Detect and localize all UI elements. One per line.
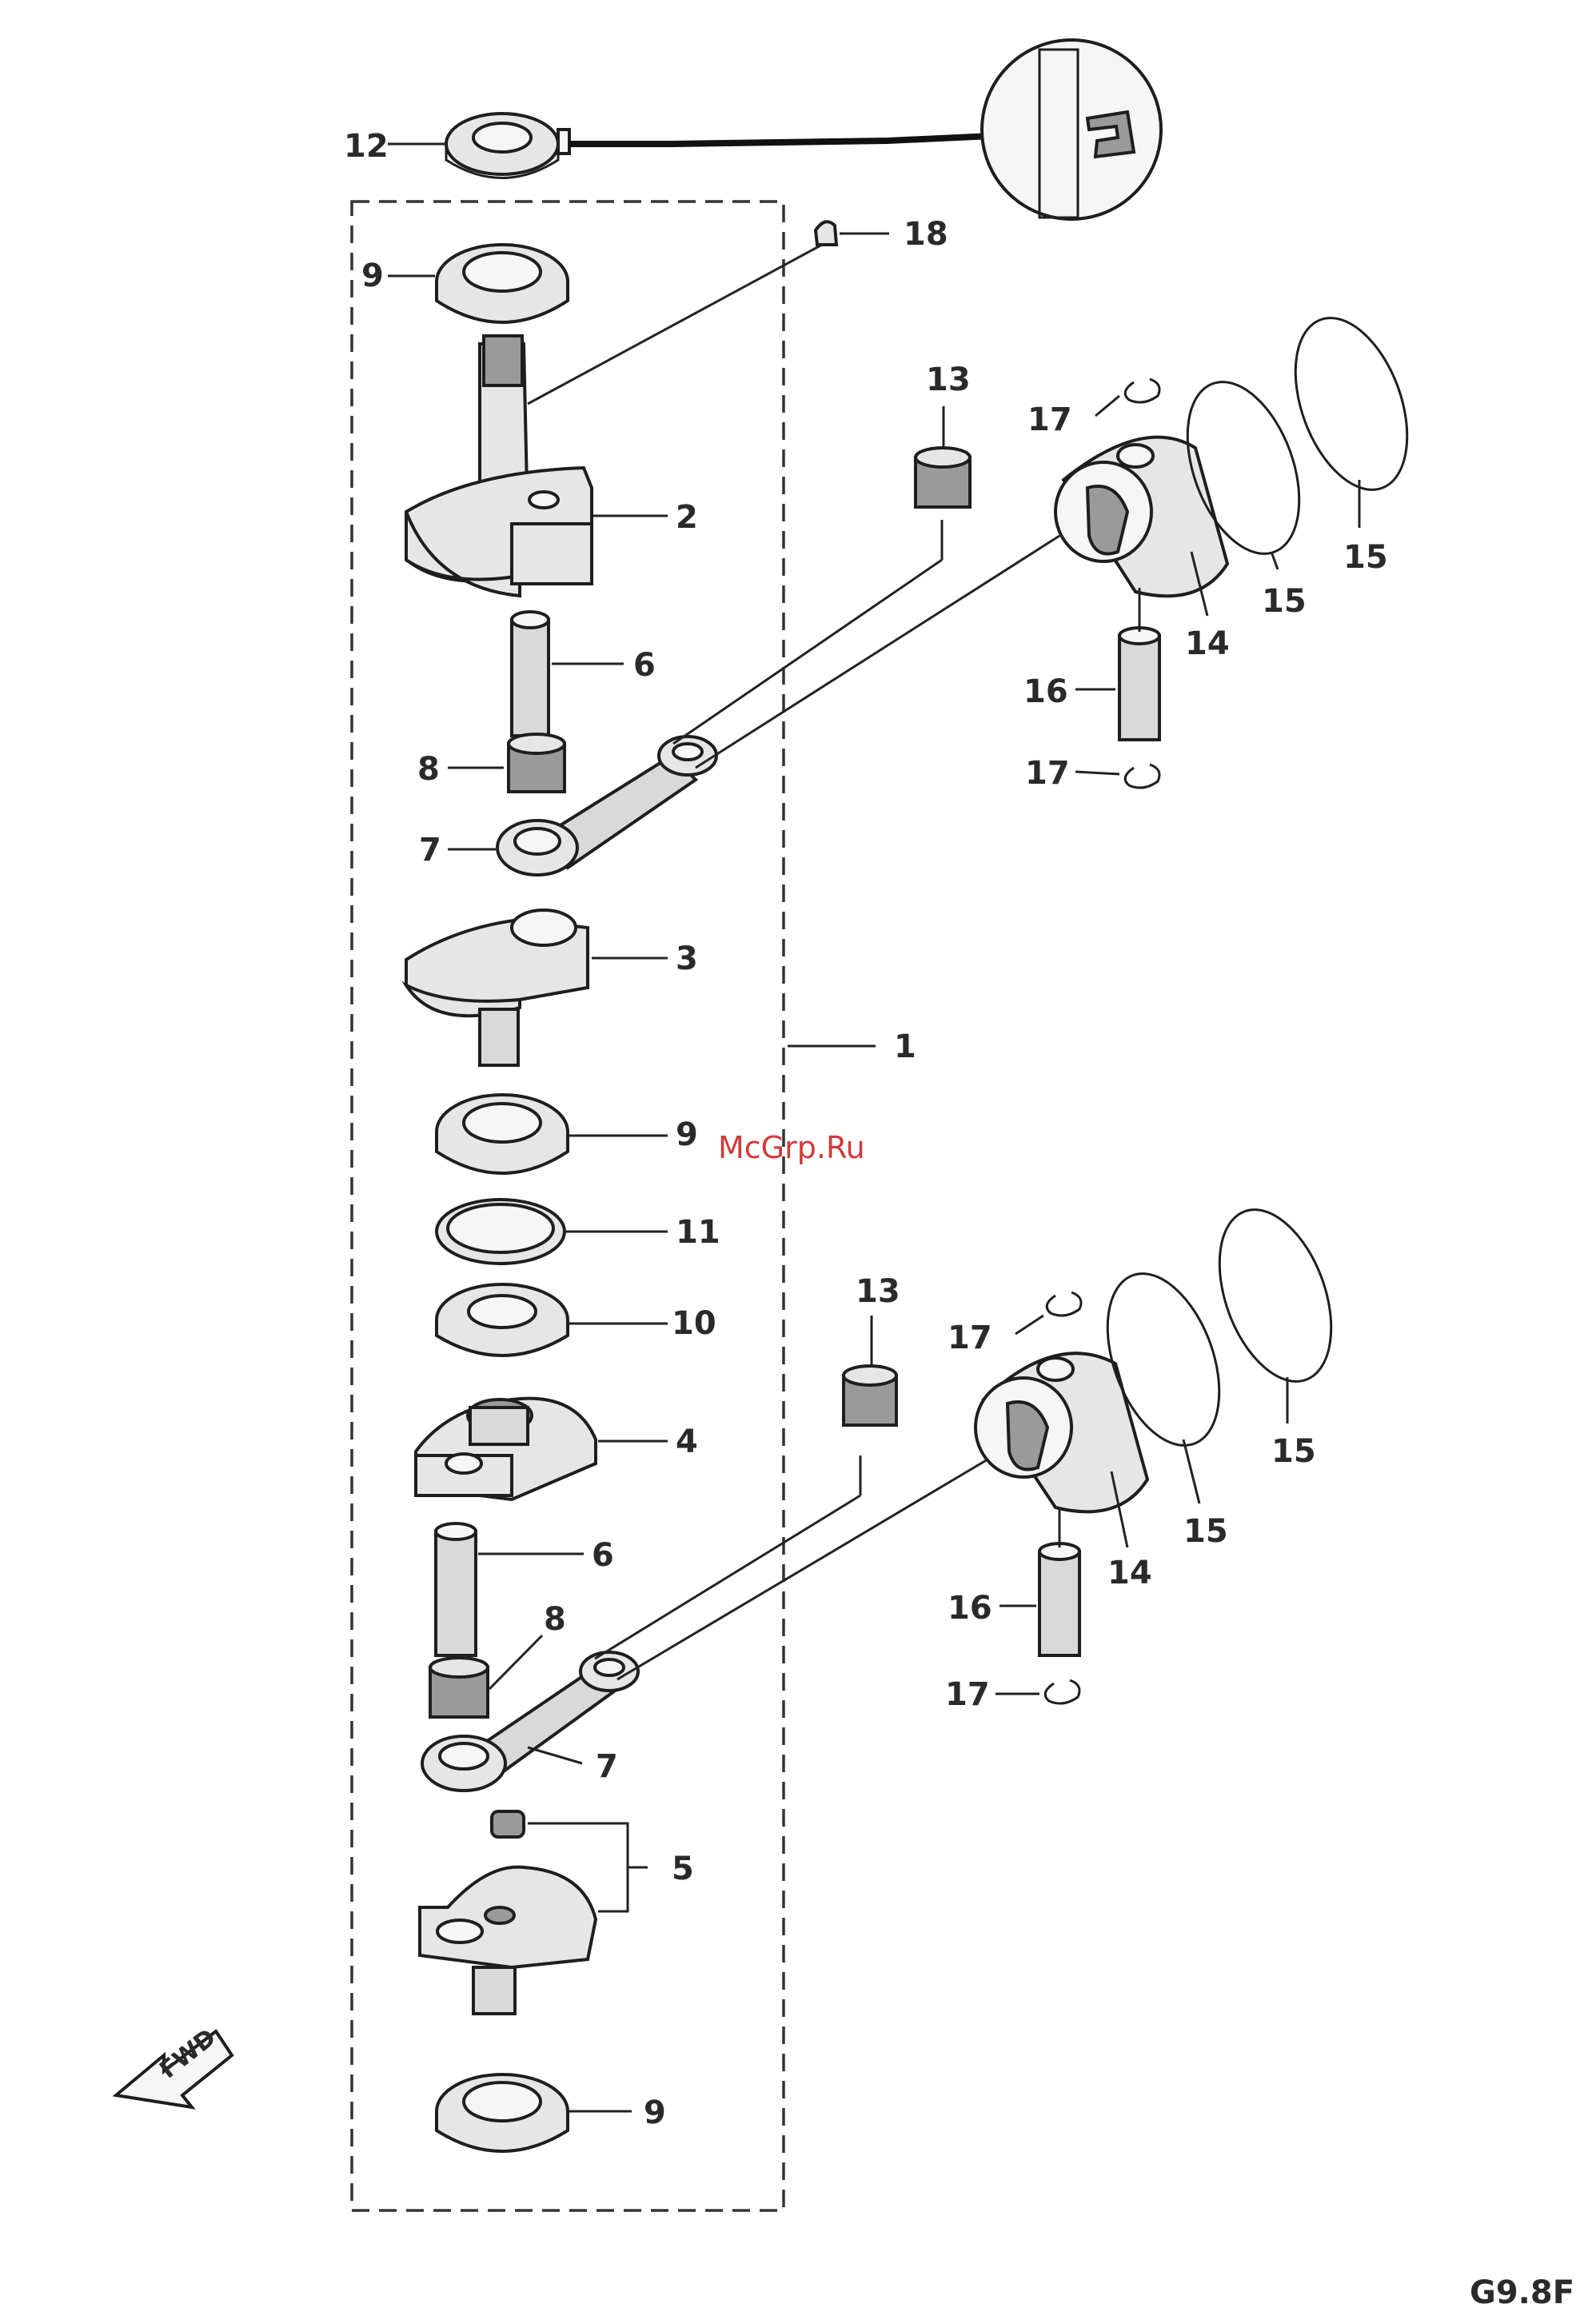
bearing-9-top — [437, 245, 568, 322]
callout-13-top: 13 — [926, 361, 971, 398]
callout-17-bottom-upper: 17 — [948, 1320, 992, 1356]
circlip-17-top-lower — [1125, 765, 1159, 788]
woodruff-key-18 — [816, 222, 836, 245]
callout-17-bottom-lower: 17 — [945, 1676, 990, 1713]
crank-pin-6-top — [512, 612, 549, 736]
callout-1: 1 — [894, 1028, 916, 1065]
needle-bearing-13-top — [916, 448, 970, 507]
fwd-arrow-icon: FWD — [116, 2023, 232, 2107]
callout-3: 3 — [676, 940, 698, 977]
centerline-top-needle — [673, 560, 942, 744]
seal-detail-circle — [982, 40, 1161, 219]
callout-9-bottom: 9 — [644, 2094, 666, 2131]
crank-web-2 — [406, 336, 592, 596]
callout-8-top: 8 — [417, 751, 440, 788]
callout-17-top-upper: 17 — [1027, 401, 1072, 438]
seal-11 — [437, 1200, 565, 1264]
callout-15-top-inner: 15 — [1262, 583, 1307, 620]
callout-14-bottom: 14 — [1107, 1555, 1152, 1591]
figure-code: G9.8F — [1470, 2274, 1574, 2311]
piston-14-bottom — [976, 1353, 1147, 1511]
crank-web-3 — [406, 910, 588, 1065]
centerline-bottom-needle — [595, 1495, 860, 1659]
crank-web-5 — [420, 1811, 596, 2014]
callout-12: 12 — [344, 128, 389, 165]
callout-15-bottom-outer: 15 — [1271, 1433, 1316, 1470]
piston-pin-16-bottom — [1039, 1543, 1079, 1655]
callout-7-bottom: 7 — [596, 1748, 618, 1785]
callout-9-top: 9 — [361, 258, 384, 294]
callout-16-top: 16 — [1023, 673, 1068, 710]
piston-14-top — [1055, 437, 1227, 597]
needle-bearing-8-bottom — [430, 1658, 488, 1717]
callout-8-bottom: 8 — [544, 1601, 566, 1638]
crank-pin-6-bottom — [436, 1523, 476, 1655]
callout-17-top-lower: 17 — [1025, 755, 1070, 792]
needle-bearing-8-top — [509, 734, 565, 792]
callout-15-bottom-inner: 15 — [1183, 1513, 1228, 1550]
callout-4: 4 — [676, 1424, 698, 1460]
detail-leader-12 — [569, 136, 992, 144]
circlip-17-top-upper — [1125, 379, 1159, 402]
callout-15-top-outer: 15 — [1343, 539, 1388, 576]
bearing-9-mid — [437, 1095, 568, 1173]
callout-13-bottom: 13 — [856, 1273, 900, 1310]
centerline-bottom-rod-to-piston — [617, 1459, 988, 1679]
callout-6-bottom: 6 — [592, 1537, 614, 1574]
callout-9-mid: 9 — [676, 1116, 698, 1153]
watermark: McGrp.Ru — [718, 1130, 865, 1165]
callout-6-top: 6 — [633, 647, 656, 684]
oil-seal-12 — [446, 114, 569, 178]
callout-14-top: 14 — [1185, 625, 1230, 662]
callout-7-top: 7 — [419, 832, 441, 869]
callout-2: 2 — [676, 499, 698, 536]
needle-bearing-13-bottom — [844, 1366, 896, 1425]
leader-18-to-shaft — [528, 245, 822, 404]
callout-16-bottom: 16 — [948, 1590, 992, 1627]
callout-11: 11 — [676, 1214, 720, 1251]
circlip-17-bottom-upper — [1047, 1292, 1081, 1316]
crank-web-4 — [416, 1399, 596, 1499]
oil-seal-10 — [437, 1284, 568, 1356]
callout-5: 5 — [672, 1851, 694, 1887]
circlip-17-bottom-lower — [1045, 1680, 1079, 1703]
piston-pin-16-top — [1119, 628, 1159, 740]
bearing-9-bottom — [437, 2074, 568, 2151]
centerline-top-rod-to-piston — [696, 536, 1059, 768]
callout-18: 18 — [904, 216, 948, 253]
piston-ring-15-outer-bottom — [1198, 1195, 1352, 1397]
callout-10: 10 — [672, 1305, 716, 1342]
